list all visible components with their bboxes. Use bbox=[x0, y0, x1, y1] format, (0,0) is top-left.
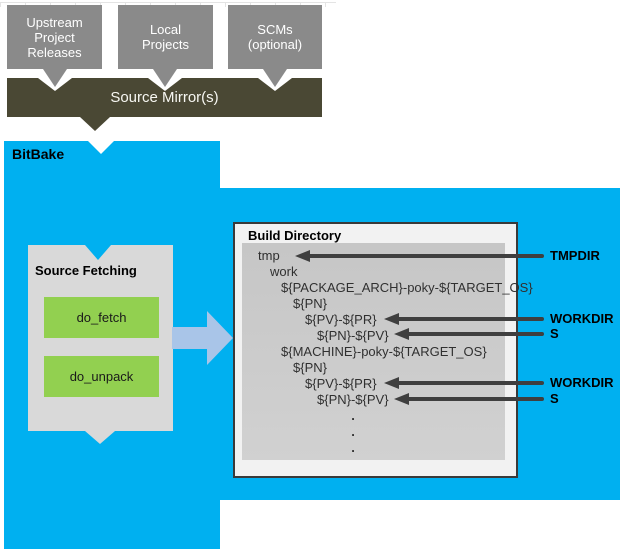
pointer-label-s-2: S bbox=[550, 326, 559, 341]
source-box-2: SCMs (optional) bbox=[228, 5, 322, 69]
tree-item-5: ${PN}-${PV} bbox=[317, 328, 389, 343]
mirror-tail-arrow bbox=[80, 117, 110, 131]
pointer-arrowhead-0 bbox=[295, 250, 310, 262]
task-box-do-fetch: do_fetch bbox=[44, 297, 159, 338]
bitbake-label: BitBake bbox=[12, 146, 65, 162]
build-directory-title: Build Directory bbox=[248, 228, 342, 243]
source-fetching-title: Source Fetching bbox=[35, 263, 137, 278]
source-box-tail-2 bbox=[263, 69, 287, 87]
pointer-line-1 bbox=[396, 317, 544, 321]
source-box-0: Upstream Project Releases bbox=[7, 5, 102, 69]
tree-item-4: ${PV}-${PR} bbox=[305, 312, 377, 327]
pointer-line-4 bbox=[406, 397, 544, 401]
pointer-arrowhead-2 bbox=[394, 328, 409, 340]
pointer-arrowhead-3 bbox=[384, 377, 399, 389]
pointer-arrowhead-4 bbox=[394, 393, 409, 405]
pointer-line-2 bbox=[406, 332, 544, 336]
pointer-line-3 bbox=[396, 381, 544, 385]
tree-item-8: ${PV}-${PR} bbox=[305, 376, 377, 391]
pointer-label-workdir-3: WORKDIR bbox=[550, 375, 614, 390]
source-fetching-top-notch bbox=[85, 245, 111, 260]
source-fetching-box bbox=[28, 245, 173, 431]
tree-item-3: ${PN} bbox=[293, 296, 327, 311]
pointer-label-s-4: S bbox=[550, 391, 559, 406]
tree-item-0: tmp bbox=[258, 248, 280, 263]
build-directory-tree-panel bbox=[242, 243, 505, 460]
task-box-do-unpack: do_unpack bbox=[44, 356, 159, 397]
pointer-label-workdir-1: WORKDIR bbox=[550, 311, 614, 326]
source-fetching-tail-arrow bbox=[85, 431, 115, 444]
pointer-label-tmpdir-0: TMPDIR bbox=[550, 248, 600, 263]
tree-item-9: ${PN}-${PV} bbox=[317, 392, 389, 407]
source-box-tail-0 bbox=[43, 69, 67, 87]
flow-arrow-shaft bbox=[172, 327, 208, 349]
tree-ellipsis-dot-1: . bbox=[351, 424, 355, 439]
tree-ellipsis-dot-2: . bbox=[351, 440, 355, 455]
flow-arrow-head bbox=[207, 311, 233, 365]
source-box-tail-1 bbox=[153, 69, 177, 87]
source-mirror-label: Source Mirror(s) bbox=[110, 89, 219, 106]
pointer-line-0 bbox=[307, 254, 544, 258]
tree-item-7: ${PN} bbox=[293, 360, 327, 375]
bitbake-top-notch bbox=[88, 141, 114, 154]
pointer-arrowhead-1 bbox=[384, 313, 399, 325]
tree-item-1: work bbox=[270, 264, 298, 279]
tree-ellipsis-dot-0: . bbox=[351, 408, 355, 423]
tree-item-2: ${PACKAGE_ARCH}-poky-${TARGET_OS} bbox=[281, 280, 533, 295]
source-box-1: Local Projects bbox=[118, 5, 213, 69]
tree-item-6: ${MACHINE}-poky-${TARGET_OS} bbox=[281, 344, 487, 359]
ruler-ticks bbox=[0, 2, 336, 7]
